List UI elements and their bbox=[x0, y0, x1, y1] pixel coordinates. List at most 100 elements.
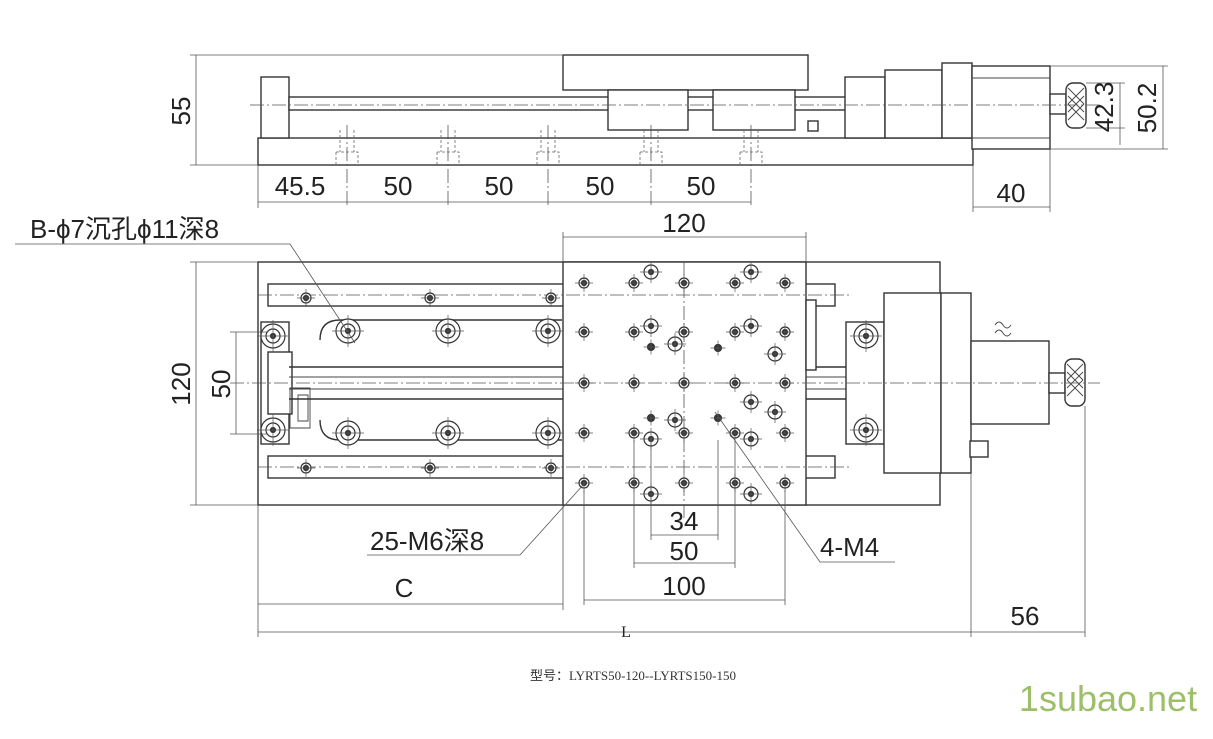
table-width-label: 120 bbox=[662, 208, 705, 238]
m4-leader bbox=[714, 411, 895, 563]
hole-centerline bbox=[764, 401, 786, 423]
hole-centerline bbox=[532, 417, 564, 449]
hole-centerline bbox=[332, 315, 364, 347]
hole-centerline bbox=[332, 417, 364, 449]
hole-centerline bbox=[432, 315, 464, 347]
hole-centerline bbox=[776, 274, 794, 292]
hole-centerline bbox=[776, 323, 794, 341]
model-number: 型号：LYRTS50-120--LYRTS150-150 bbox=[530, 668, 736, 683]
hole-centerline bbox=[421, 289, 439, 307]
counterbore-leader bbox=[15, 243, 356, 344]
base-height-label: 120 bbox=[166, 362, 196, 405]
side-coupling bbox=[884, 69, 943, 139]
hole-centerline bbox=[532, 315, 564, 347]
top-view bbox=[15, 232, 1100, 637]
spacing-100-label: 100 bbox=[662, 571, 705, 601]
hole-centerline bbox=[625, 323, 643, 341]
motor-width-label: 40 bbox=[997, 178, 1026, 208]
side-carriage-1 bbox=[607, 89, 689, 131]
side-table-top bbox=[562, 54, 809, 91]
side-height-label: 55 bbox=[166, 97, 196, 126]
hole-centerline bbox=[726, 274, 744, 292]
hole-centerline bbox=[675, 323, 693, 341]
hole-centerline bbox=[740, 261, 762, 283]
hole-centerline bbox=[625, 374, 643, 392]
hole-centerline bbox=[575, 323, 593, 341]
hole-centerline bbox=[740, 315, 762, 337]
hole-centerline bbox=[542, 289, 560, 307]
top-motor bbox=[970, 340, 1050, 425]
hole-centerline bbox=[575, 474, 593, 492]
side-carriage-2 bbox=[712, 89, 796, 131]
hole-centerline bbox=[776, 474, 794, 492]
side-end-block-right bbox=[844, 76, 886, 139]
hole-centerline bbox=[776, 424, 794, 442]
hole-centerline bbox=[850, 414, 882, 446]
side-end-block-left bbox=[260, 76, 290, 139]
hole-centerline bbox=[726, 374, 744, 392]
spacing-34-label: 34 bbox=[670, 506, 699, 536]
hole-centerline bbox=[675, 274, 693, 292]
hole-centerline bbox=[664, 333, 686, 355]
rail-spacing-label: 50 bbox=[206, 370, 236, 399]
hole-centerline bbox=[643, 410, 659, 426]
hole-centerline bbox=[776, 374, 794, 392]
thread-callout: 25-M6深8 bbox=[370, 526, 484, 556]
watermark: 1subao.net bbox=[1019, 678, 1197, 719]
side-hidden-holes bbox=[335, 125, 763, 208]
hole-centerline bbox=[640, 315, 662, 337]
hole-centerline bbox=[764, 343, 786, 365]
hole-centerline bbox=[257, 320, 289, 352]
hole-centerline bbox=[710, 340, 726, 356]
counterbore-callout: B-ϕ7沉孔ϕ11深8 bbox=[30, 214, 219, 244]
m4-callout: 4-M4 bbox=[820, 532, 879, 562]
hole-centerline bbox=[675, 424, 693, 442]
hole-centerline bbox=[625, 424, 643, 442]
top-connector bbox=[969, 440, 989, 458]
spacing-50-label: 50 bbox=[670, 536, 699, 566]
hole-centerline bbox=[740, 428, 762, 450]
hole-centerline bbox=[664, 409, 686, 431]
pitch-label-3: 50 bbox=[586, 171, 615, 201]
hole-centerline bbox=[726, 424, 744, 442]
hole-centerline bbox=[432, 417, 464, 449]
hole-centerline bbox=[643, 339, 659, 355]
top-table-clamp bbox=[805, 299, 817, 371]
hole-centerline bbox=[297, 459, 315, 477]
hole-centerline bbox=[726, 323, 744, 341]
top-knob bbox=[1064, 358, 1086, 407]
knob-height-label: 42.3 bbox=[1089, 82, 1119, 133]
hole-centerline bbox=[675, 474, 693, 492]
side-view bbox=[190, 54, 1168, 212]
motor-length-label: 56 bbox=[1011, 601, 1040, 631]
hole-centerline bbox=[542, 459, 560, 477]
hole-centerline bbox=[575, 424, 593, 442]
total-height-label: 50.2 bbox=[1132, 83, 1162, 134]
dimension-labels: 55 45.5 50 50 50 50 40 42.3 50.2 120 120… bbox=[30, 82, 1197, 719]
side-knob-shaft bbox=[1049, 93, 1067, 115]
pitch-label-2: 50 bbox=[485, 171, 514, 201]
side-sensor bbox=[807, 120, 819, 132]
length-l-label: L bbox=[621, 624, 631, 641]
hole-centerline bbox=[710, 410, 726, 426]
hole-centerline bbox=[421, 459, 439, 477]
offset-c-label: C bbox=[395, 573, 414, 603]
hole-centerline bbox=[740, 391, 762, 413]
pitch-label-4: 50 bbox=[687, 171, 716, 201]
hole-centerline bbox=[640, 261, 662, 283]
hole-centerline bbox=[297, 289, 315, 307]
side-motor-flange bbox=[941, 62, 973, 139]
side-motor-body bbox=[971, 65, 1051, 150]
top-cable-break bbox=[994, 321, 1012, 337]
hole-centerline bbox=[257, 414, 289, 446]
hole-centerline bbox=[850, 320, 882, 352]
side-base-plate bbox=[257, 137, 974, 166]
hole-centerline bbox=[625, 274, 643, 292]
hole-centerline bbox=[675, 374, 693, 392]
pitch-label-0: 45.5 bbox=[275, 171, 326, 201]
hole-centerline bbox=[575, 374, 593, 392]
pitch-label-1: 50 bbox=[384, 171, 413, 201]
hole-centerline bbox=[740, 483, 762, 505]
